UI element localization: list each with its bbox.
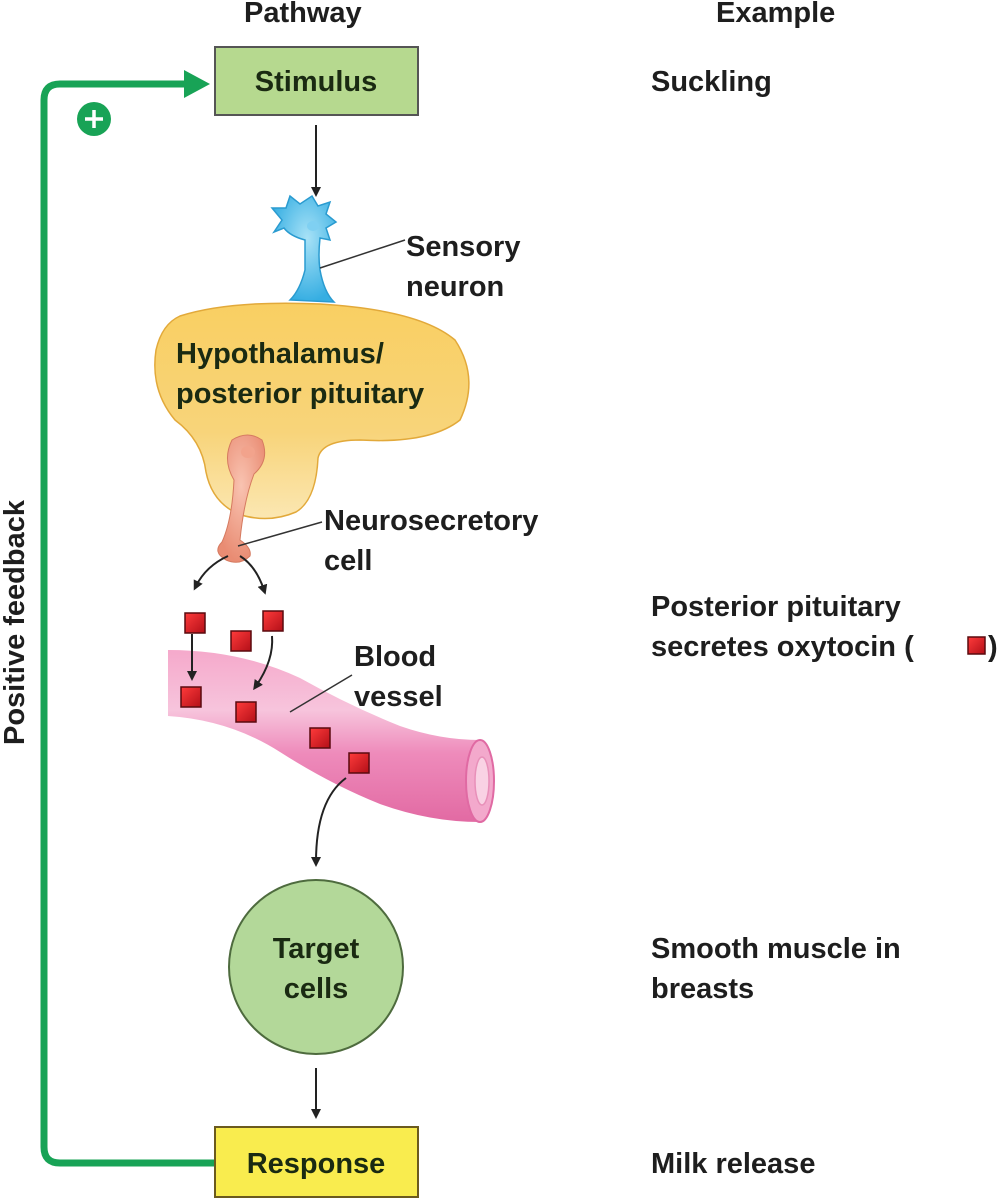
- example-secretion-close: ): [988, 631, 998, 663]
- sensory-neuron-leader: [319, 239, 406, 269]
- neurosecretory-label-1: Neurosecretory: [324, 505, 538, 537]
- sensory-neuron-label-1: Sensory: [406, 231, 520, 263]
- example-target-1: Smooth muscle in: [651, 933, 901, 965]
- oxytocin-molecules: [180, 610, 370, 774]
- example-response: Milk release: [651, 1148, 815, 1180]
- target-cells-label-1: Target: [273, 933, 360, 965]
- hypothalamus-label-2: posterior pituitary: [176, 378, 424, 410]
- neurosecretory-label-2: cell: [324, 545, 372, 577]
- example-secretion-2: secretes oxytocin (: [651, 631, 914, 663]
- oxytocin-icon: [235, 701, 257, 723]
- pathway-header: Pathway: [244, 0, 362, 29]
- neurosecretory-cell-icon: [217, 434, 266, 563]
- oxytocin-icon: [184, 612, 206, 634]
- feedback-arrowhead: [184, 70, 210, 98]
- oxytocin-icon: [309, 727, 331, 749]
- blood-vessel-label-1: Blood: [354, 641, 436, 673]
- oxytocin-legend-icon: [967, 636, 986, 655]
- oxytocin-icon: [180, 686, 202, 708]
- arrow-into-vessel-right: [253, 635, 274, 691]
- stimulus-label: Stimulus: [255, 66, 377, 98]
- target-cells-label-2: cells: [284, 973, 349, 1005]
- blood-vessel-label-2: vessel: [354, 681, 443, 713]
- example-header: Example: [716, 0, 835, 29]
- arrow-release-left: [193, 555, 229, 591]
- response-label: Response: [247, 1148, 386, 1180]
- oxytocin-icon: [348, 752, 370, 774]
- example-secretion-1: Posterior pituitary: [651, 591, 901, 623]
- example-target-2: breasts: [651, 973, 754, 1005]
- arrow-vessel-to-target: [311, 777, 347, 867]
- sensory-neuron-icon: [270, 194, 338, 303]
- blood-vessel-leader: [289, 674, 353, 713]
- arrow-release-right: [239, 555, 268, 595]
- response-box: [214, 1126, 419, 1198]
- stimulus-box: [214, 46, 419, 116]
- positive-feedback-label: Positive feedback: [0, 499, 31, 745]
- feedback-loop-line: [40, 80, 218, 1167]
- neurosecretory-leader: [237, 521, 323, 547]
- oxytocin-icon: [230, 630, 252, 652]
- oxytocin-icon: [262, 610, 284, 632]
- hypothalamus-pituitary-shape: [154, 302, 470, 520]
- sensory-neuron-label-2: neuron: [406, 271, 504, 303]
- example-stimulus: Suckling: [651, 66, 772, 98]
- target-cells-circle: [228, 879, 404, 1055]
- hypothalamus-label-1: Hypothalamus/: [176, 338, 384, 370]
- plus-glyph: [85, 110, 103, 128]
